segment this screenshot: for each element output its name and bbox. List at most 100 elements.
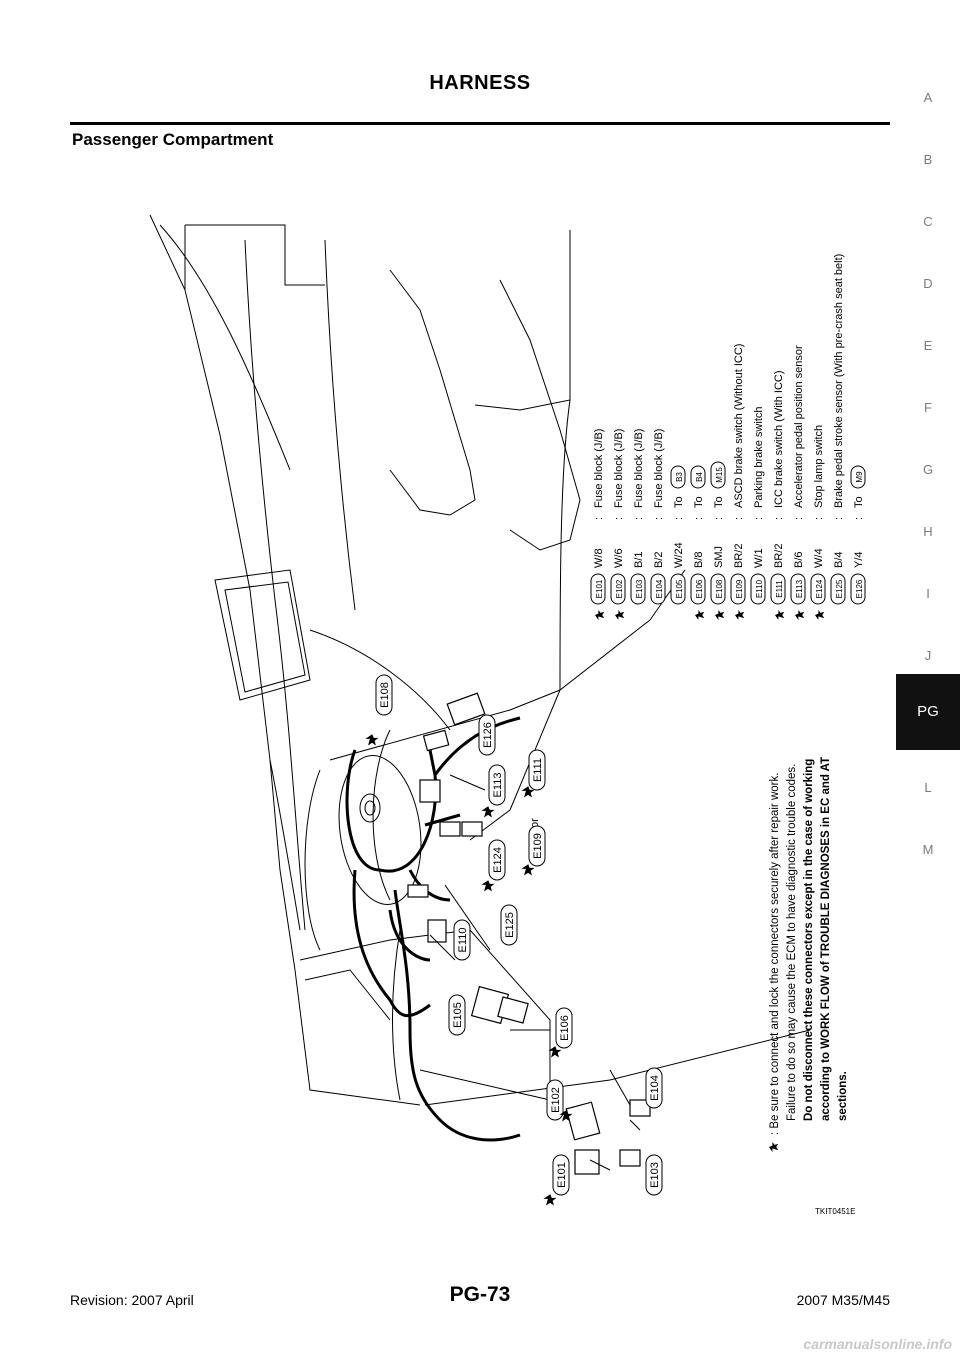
callout-e106: E106	[559, 1015, 571, 1041]
connector-note: : Be sure to connect and lock the connec…	[769, 757, 849, 1152]
legend-conn-e125: E125	[835, 579, 844, 598]
legend-desc-e125: Brake pedal stroke sensor (With pre-cras…	[833, 254, 845, 508]
legend-conn-e105: E105	[675, 579, 684, 598]
legend-spec-e126: Y/4	[853, 551, 865, 568]
legend-spec-e101: W/8	[593, 548, 605, 568]
legend-desc-e101: Fuse block (J/B)	[593, 429, 605, 508]
svg-text::: :	[593, 517, 605, 520]
legend-desc-e109: ASCD brake switch (Without ICC)	[733, 344, 745, 508]
legend-conn-e126: E126	[855, 579, 864, 598]
legend-spec-e102: W/6	[613, 548, 625, 568]
note-line-1: : Be sure to connect and lock the connec…	[769, 773, 781, 1135]
callout-e108: E108	[379, 682, 391, 708]
connector-legend: E101 W/8 : Fuse block (J/B) E102 W/6 : F…	[590, 254, 866, 620]
legend-desc-e113: Accelerator pedal position sensor	[793, 345, 805, 508]
tab-g[interactable]: G	[922, 462, 934, 477]
svg-text::: :	[613, 517, 625, 520]
svg-text::: :	[653, 517, 665, 520]
section-title: Passenger Compartment	[72, 130, 274, 149]
legend-spec-e104: B/2	[653, 551, 665, 568]
legend-conn-e113: E113	[795, 579, 804, 598]
legend-conn-e106: E106	[695, 579, 704, 598]
tab-h[interactable]: H	[923, 524, 933, 539]
legend-conn-e110: E110	[755, 579, 764, 598]
dashboard-outline	[149, 214, 811, 1106]
legend-spec-e108: SMJ	[713, 546, 725, 568]
callout-e124: E124	[492, 847, 504, 873]
legend-desc-e108: To	[713, 496, 725, 508]
footer-model: 2007 M35/M45	[796, 1292, 890, 1308]
watermark: carmanualsonline.info	[803, 1336, 952, 1352]
svg-text::: :	[633, 517, 645, 520]
legend-desc-e124: Stop lamp switch	[813, 425, 825, 508]
legend-conn-e111: E111	[775, 580, 784, 598]
tab-b[interactable]: B	[923, 152, 933, 167]
legend-desc-e105: To	[673, 496, 685, 508]
svg-text::: :	[673, 517, 685, 520]
legend-spec-e105: W/24	[673, 542, 685, 568]
harness-diagram: E108 E126 E113 E111 or E109 E124	[149, 214, 866, 1205]
legend-spec-e109: BR/2	[733, 544, 745, 568]
tab-c[interactable]: C	[923, 214, 933, 229]
legend-spec-e106: B/8	[693, 551, 705, 568]
tab-a[interactable]: A	[923, 90, 933, 105]
legend-conn-e109: E109	[735, 579, 744, 598]
legend-conn-e102: E102	[615, 579, 624, 598]
legend-spec-e111: BR/2	[773, 544, 785, 568]
legend-to-e126: M9	[855, 471, 864, 483]
legend-conn-e103: E103	[635, 579, 644, 598]
legend-desc-e126: To	[853, 496, 865, 508]
note-line-4: according to WORK FLOW of TROUBLE DIAGNO…	[820, 757, 832, 1121]
svg-text::: :	[793, 517, 805, 520]
svg-text::: :	[813, 517, 825, 520]
tab-e[interactable]: E	[923, 338, 933, 353]
svg-text::: :	[833, 517, 845, 520]
callout-or: or	[529, 818, 541, 828]
tab-l[interactable]: L	[924, 780, 932, 795]
legend-desc-e106: To	[693, 496, 705, 508]
legend-spec-e103: B/1	[633, 551, 645, 568]
figure-code: TKIT0451E	[815, 1207, 856, 1216]
tab-pg-active[interactable]: PG	[896, 674, 960, 750]
callout-e104: E104	[649, 1075, 661, 1101]
legend-to-e108: M15	[715, 467, 724, 483]
callout-e111: E111	[532, 758, 544, 782]
svg-text::: :	[733, 517, 745, 520]
legend-desc-e102: Fuse block (J/B)	[613, 429, 625, 508]
tab-d[interactable]: D	[923, 276, 933, 291]
legend-desc-e103: Fuse block (J/B)	[633, 429, 645, 508]
page-number: PG-73	[449, 1283, 511, 1306]
legend-conn-e108: E108	[715, 579, 724, 598]
legend-spec-e125: B/4	[833, 551, 845, 568]
callout-e126: E126	[482, 722, 494, 748]
header-title: HARNESS	[429, 72, 531, 94]
callout-e102: E102	[550, 1087, 562, 1113]
legend-spec-e113: B/6	[793, 551, 805, 568]
svg-text::: :	[773, 517, 785, 520]
steering-column	[338, 755, 422, 905]
legend-desc-e104: Fuse block (J/B)	[653, 429, 665, 508]
connector-callouts: E108 E126 E113 E111 or E109 E124	[366, 674, 663, 1205]
note-line-2: Failure to do so may cause the ECM to ha…	[786, 764, 798, 1121]
legend-desc-e111: ICC brake switch (With ICC)	[773, 370, 785, 508]
tab-j[interactable]: J	[924, 648, 932, 663]
legend-spec-e110: W/1	[753, 548, 765, 568]
svg-text::: :	[753, 517, 765, 520]
tab-i[interactable]: I	[926, 586, 930, 601]
legend-conn-e104: E104	[655, 579, 664, 598]
legend-spec-e124: W/4	[813, 548, 825, 568]
legend-to-e106: B4	[695, 472, 704, 482]
tab-m[interactable]: M	[922, 842, 934, 857]
tab-f[interactable]: F	[924, 400, 932, 415]
callout-e110: E110	[457, 928, 469, 953]
callout-e125: E125	[504, 912, 516, 938]
note-line-3: Do not disconnect these connectors excep…	[803, 759, 815, 1121]
header-rule	[70, 122, 890, 125]
svg-text::: :	[713, 517, 725, 520]
connector-blocks	[407, 692, 651, 1175]
svg-text::: :	[853, 517, 865, 520]
legend-desc-e110: Parking brake switch	[753, 407, 765, 509]
callout-e109: E109	[532, 833, 544, 859]
legend-conn-e101: E101	[595, 579, 604, 598]
callout-e105: E105	[452, 1002, 464, 1028]
